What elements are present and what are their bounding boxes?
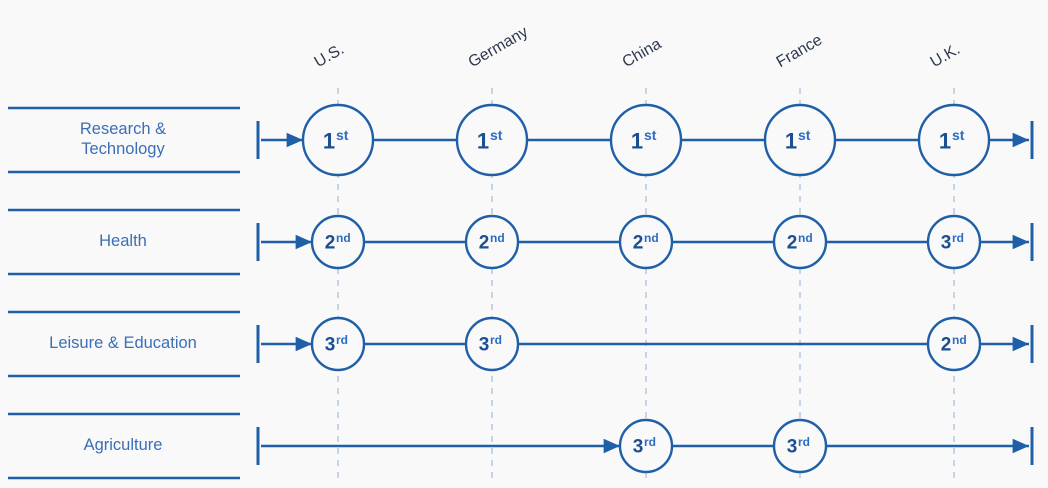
rank-node-circle [926, 316, 982, 372]
rank-suffix: rd [798, 435, 810, 449]
rank-node-circle [301, 103, 375, 177]
rank-suffix: nd [952, 333, 967, 347]
rank-number: 1 [785, 129, 797, 154]
rank-suffix: st [490, 127, 503, 143]
rank-number: 1 [323, 129, 335, 154]
rank-number: 3 [633, 437, 644, 458]
category-label-agriculture: Agriculture [84, 436, 163, 454]
rank-number: 1 [939, 129, 951, 154]
rank-number: 2 [787, 233, 798, 254]
rank-node-circle [772, 214, 828, 270]
category-label-health: Health [99, 232, 147, 250]
rank-number: 2 [633, 233, 644, 254]
rank-node-circle [917, 103, 991, 177]
rank-number: 1 [631, 129, 643, 154]
column-headers-layer: U.S. Germany China France U.K. [312, 23, 963, 71]
rank-node-circle [464, 214, 520, 270]
rank-suffix: rd [336, 333, 348, 347]
rank-suffix: nd [644, 231, 659, 245]
rank-suffix: rd [490, 333, 502, 347]
rank-number: 2 [479, 233, 490, 254]
rank-number: 2 [325, 233, 336, 254]
category-label-leisure-education: Leisure & Education [49, 334, 197, 352]
rank-node-circle [310, 316, 366, 372]
column-header-us: U.S. [312, 41, 347, 71]
row-axes-layer [256, 121, 1034, 465]
rank-suffix: nd [336, 231, 351, 245]
rank-node-circle [772, 418, 828, 474]
rank-number: 1 [477, 129, 489, 154]
rank-node-circle [763, 103, 837, 177]
rank-suffix: st [336, 127, 349, 143]
column-header-china: China [620, 35, 665, 71]
rank-number: 3 [479, 335, 490, 356]
category-rules-layer [8, 106, 240, 480]
column-header-germany: Germany [466, 23, 531, 71]
rank-node-circle [464, 316, 520, 372]
rank-node-circle [926, 214, 982, 270]
rank-suffix: st [798, 127, 811, 143]
rank-suffix: nd [490, 231, 505, 245]
rank-node-circle [618, 418, 674, 474]
rank-number: 3 [325, 335, 336, 356]
rank-number: 3 [787, 437, 798, 458]
rank-node-circle [609, 103, 683, 177]
rank-suffix: rd [952, 231, 964, 245]
rank-suffix: st [644, 127, 657, 143]
rank-suffix: nd [798, 231, 813, 245]
rank-node-circle [310, 214, 366, 270]
rank-number: 2 [941, 335, 952, 356]
column-header-france: France [774, 31, 826, 71]
rank-node-circle [455, 103, 529, 177]
rank-suffix: rd [644, 435, 656, 449]
rank-suffix: st [952, 127, 965, 143]
category-label-research-technology: Research &Technology [80, 120, 166, 158]
column-header-uk: U.K. [928, 41, 963, 71]
rank-number: 3 [941, 233, 952, 254]
rank-node-circle [618, 214, 674, 270]
